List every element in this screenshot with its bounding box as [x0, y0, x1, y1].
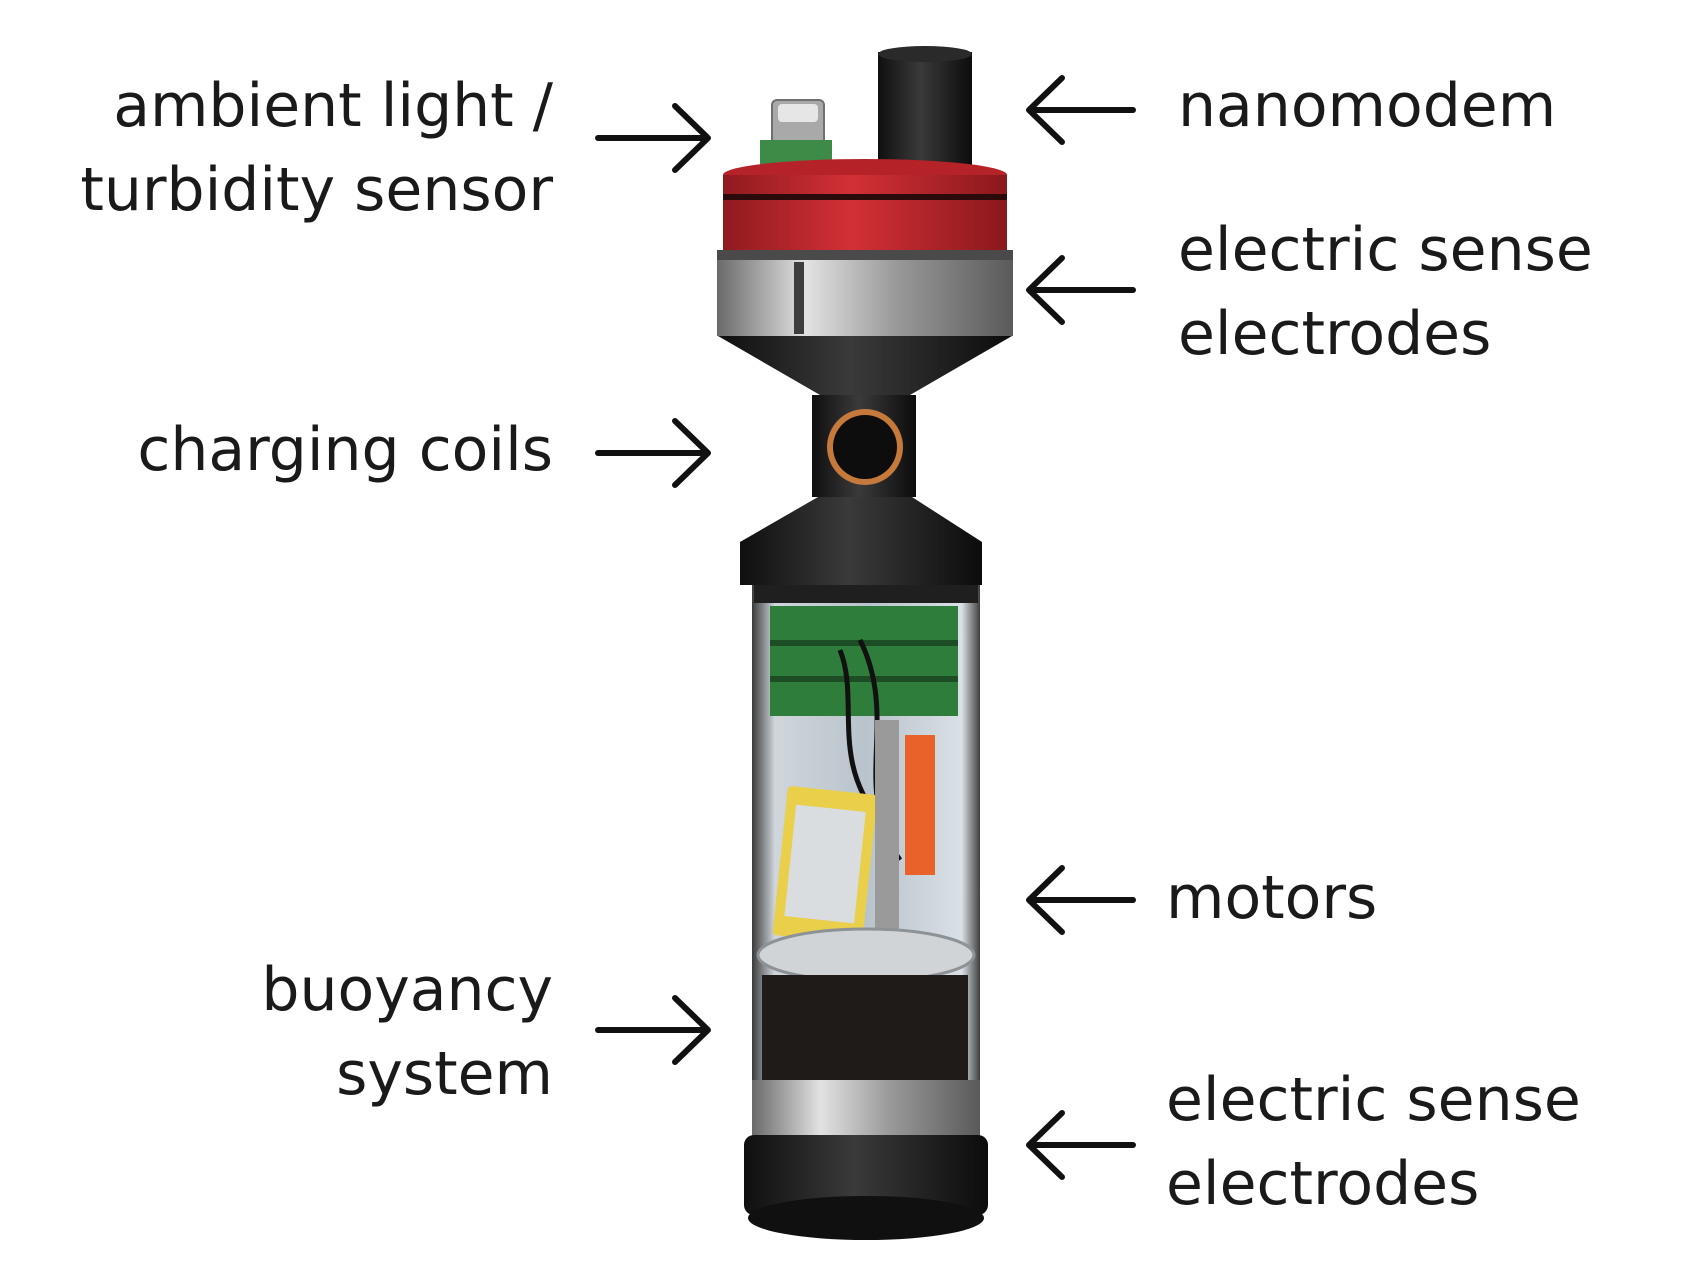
- arrow-nanomodem: [1026, 75, 1136, 145]
- arrow-electrodes-bottom: [1026, 1110, 1136, 1180]
- arrow-buoyancy: [595, 995, 711, 1065]
- label-line: ambient light /: [113, 71, 553, 141]
- arrow-charging: [595, 418, 711, 488]
- label-line: electric sense: [1178, 215, 1593, 285]
- bottom-cap: [744, 1135, 988, 1215]
- battery-label: [784, 804, 866, 924]
- label-line: nanomodem: [1178, 71, 1557, 141]
- electrode-ring-top: [717, 250, 1013, 336]
- bottom-cap-base: [748, 1196, 984, 1240]
- label-line: system: [336, 1039, 553, 1109]
- label-motors: motors: [1166, 856, 1377, 940]
- orange-bracket: [905, 735, 935, 875]
- electrode-ring-bottom: [752, 1080, 980, 1138]
- red-cap: [723, 175, 1007, 250]
- aluminium-plate: [756, 927, 976, 983]
- arrow-electrodes-top: [1026, 255, 1136, 325]
- hull-top-rim: [754, 585, 978, 603]
- label-line: motors: [1166, 863, 1378, 933]
- electrode-ring-gap: [794, 262, 804, 334]
- label-nanomodem: nanomodem: [1178, 64, 1556, 148]
- label-line: electrodes: [1166, 1149, 1480, 1219]
- label-line: charging coils: [137, 415, 553, 485]
- pcb-stack: [770, 606, 958, 716]
- arrow-ambient: [595, 103, 711, 173]
- lower-cone: [740, 497, 982, 585]
- pcb-layer: [770, 676, 958, 682]
- motor-shaft: [875, 720, 899, 940]
- label-line: electric sense: [1166, 1065, 1581, 1135]
- label-buoyancy: buoyancy system: [261, 948, 553, 1116]
- label-electrodes-bottom: electric sense electrodes: [1166, 1058, 1581, 1226]
- cap-gasket: [723, 194, 1007, 200]
- label-charging-coils: charging coils: [137, 408, 553, 492]
- label-line: electrodes: [1178, 299, 1492, 369]
- ambient-sensor-dome: [778, 104, 818, 122]
- arrow-motors: [1026, 865, 1136, 935]
- electrode-ring-band: [717, 250, 1013, 260]
- label-ambient-sensor: ambient light / turbidity sensor: [80, 64, 553, 232]
- label-line: buoyancy: [261, 955, 553, 1025]
- nanomodem-top: [878, 46, 972, 62]
- charging-coil-hole: [833, 415, 897, 479]
- label-electrodes-top: electric sense electrodes: [1178, 208, 1593, 376]
- upper-cone: [718, 336, 1012, 395]
- label-line: turbidity sensor: [80, 155, 553, 225]
